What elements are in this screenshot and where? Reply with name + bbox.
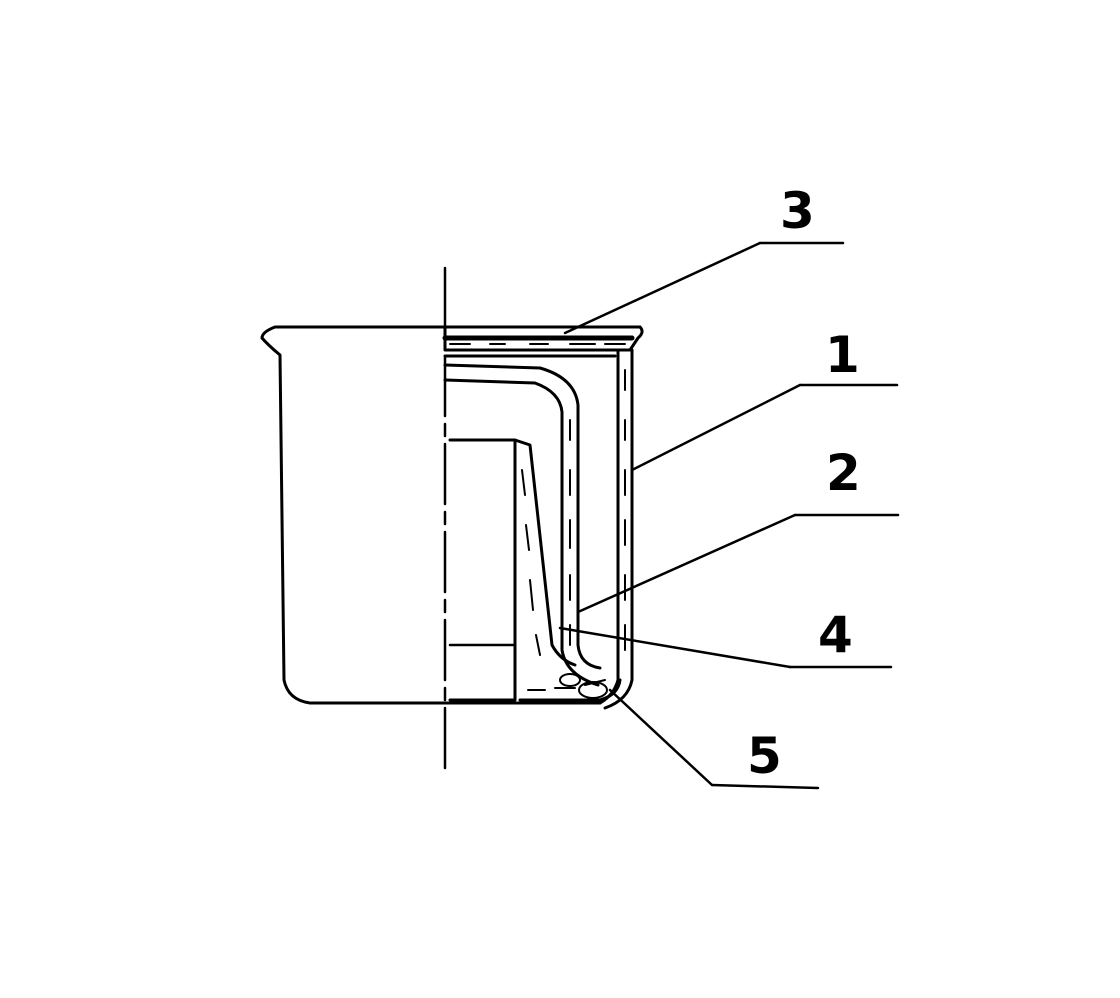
callout-4: 4 [558,606,893,669]
bottom-layer [518,673,622,702]
callout-1: 1 [630,326,899,472]
lid-layer [442,325,644,358]
outer-wall [598,348,634,710]
callout-3: 3 [563,182,845,335]
callout-5: 5 [608,688,820,790]
callout-label-3: 3 [780,182,815,240]
callout-2: 2 [576,444,900,614]
callout-label-4: 4 [818,606,853,664]
inner-core [448,438,577,702]
callout-label-1: 1 [825,326,860,384]
inner-liner [443,363,602,687]
vessel-outline [260,325,642,705]
callout-label-2: 2 [826,444,861,502]
callout-label-5: 5 [747,727,782,785]
